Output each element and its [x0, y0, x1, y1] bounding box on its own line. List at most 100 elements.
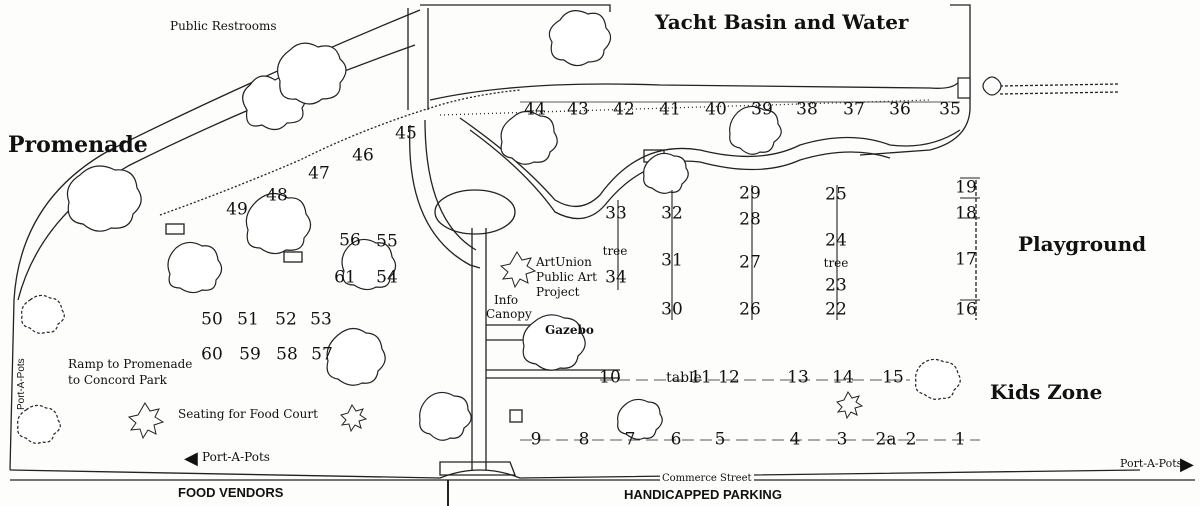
booth-27[interactable]: 27: [739, 252, 761, 273]
booth-16[interactable]: 16: [955, 299, 977, 320]
booth-18[interactable]: 18: [955, 203, 977, 224]
booth-46[interactable]: 46: [352, 145, 374, 166]
booth-17[interactable]: 17: [955, 249, 977, 270]
tree-12: [522, 314, 586, 371]
booth-37[interactable]: 37: [843, 99, 865, 120]
booth-34[interactable]: 34: [605, 267, 627, 288]
booth-48[interactable]: 48: [266, 185, 288, 206]
booth-7[interactable]: 7: [624, 429, 636, 450]
booth-55[interactable]: 55: [376, 231, 398, 252]
seating-food-court-label: Seating for Food Court: [178, 407, 318, 421]
booth-19[interactable]: 19: [955, 177, 977, 198]
booth-35[interactable]: 35: [939, 99, 961, 120]
booth-3[interactable]: 3: [836, 429, 848, 450]
booth-53[interactable]: 53: [310, 309, 332, 330]
public-restrooms-label: Public Restrooms: [170, 19, 277, 33]
booth-8[interactable]: 8: [578, 429, 590, 450]
public-art-label: Public Art: [536, 270, 597, 284]
booth-59[interactable]: 59: [239, 344, 261, 365]
booth-4[interactable]: 4: [789, 429, 801, 450]
booth-36[interactable]: 36: [889, 99, 911, 120]
booth-9[interactable]: 9: [530, 429, 542, 450]
booth-52[interactable]: 52: [275, 309, 297, 330]
booth-42[interactable]: 42: [613, 99, 635, 120]
booth-45[interactable]: 45: [395, 123, 417, 144]
booth-60[interactable]: 60: [201, 344, 223, 365]
tree-6: [167, 241, 223, 294]
tree-13: [419, 391, 472, 441]
booth-1[interactable]: 1: [954, 429, 966, 450]
booth-32[interactable]: 32: [661, 203, 683, 224]
project-label: Project: [536, 285, 580, 299]
info-label: Info: [494, 293, 519, 307]
booth-15[interactable]: 15: [882, 367, 904, 388]
handicapped-parking-label: HANDICAPPED PARKING: [624, 487, 782, 502]
waterfront-wall: [159, 89, 521, 216]
booth-47[interactable]: 47: [308, 163, 330, 184]
tree-8: [326, 327, 386, 386]
booth-12[interactable]: 12: [718, 367, 740, 388]
booth-39[interactable]: 39: [751, 99, 773, 120]
booth-49[interactable]: 49: [226, 199, 248, 220]
booth-28[interactable]: 28: [739, 209, 761, 230]
booth-51[interactable]: 51: [237, 309, 259, 330]
gazebo-label: Gazebo: [545, 323, 594, 337]
table-label: table: [666, 370, 702, 386]
booth-44[interactable]: 44: [524, 99, 546, 120]
booth-57[interactable]: 57: [311, 344, 333, 365]
tree-label-a: tree: [602, 244, 628, 258]
booth-11[interactable]: 11: [690, 367, 712, 388]
tree-4: [66, 165, 142, 232]
tree-label-b: tree: [823, 256, 849, 270]
commerce-street-label: Commerce Street: [660, 473, 754, 484]
booth-38[interactable]: 38: [796, 99, 818, 120]
booth-40[interactable]: 40: [705, 99, 727, 120]
canopy-label: Canopy: [486, 307, 532, 321]
public-art-symbol: [499, 251, 537, 289]
booth-13[interactable]: 13: [787, 367, 809, 388]
booth-30[interactable]: 30: [661, 299, 683, 320]
port-a-pots-left-label: Port-A-Pots: [202, 450, 270, 464]
tree-2: [277, 42, 347, 105]
booth-2a[interactable]: 2a: [875, 429, 897, 450]
playground-label: Playground: [1018, 232, 1147, 256]
booth-41[interactable]: 41: [659, 99, 681, 120]
booth-22[interactable]: 22: [825, 299, 847, 320]
booth-33[interactable]: 33: [605, 203, 627, 224]
booth-29[interactable]: 29: [739, 183, 761, 204]
food-court-seating-symbol: [127, 402, 165, 440]
yacht-basin-label: Yacht Basin and Water: [655, 10, 909, 34]
booth-61[interactable]: 61: [334, 267, 356, 288]
booth-10[interactable]: 10: [599, 367, 621, 388]
booth-31[interactable]: 31: [661, 250, 683, 271]
food-vendors-label: FOOD VENDORS: [178, 485, 284, 500]
booth-56[interactable]: 56: [339, 230, 361, 251]
booth-24[interactable]: 24: [825, 230, 847, 251]
arrow-left-icon: ◀: [184, 448, 198, 468]
booth-5[interactable]: 5: [714, 429, 726, 450]
booth-43[interactable]: 43: [567, 99, 589, 120]
port-a-pots-right-label: Port-A-Pots: [1120, 457, 1183, 470]
ramp-label-1: Ramp to Promenade: [68, 357, 193, 371]
booth-23[interactable]: 23: [825, 275, 847, 296]
booth-25[interactable]: 25: [825, 184, 847, 205]
tree-3: [548, 10, 612, 67]
ramp-label-2: to Concord Park: [68, 373, 167, 387]
booth-14[interactable]: 14: [832, 367, 854, 388]
arrow-right-icon: ▶: [1180, 454, 1194, 474]
booth-50[interactable]: 50: [201, 309, 223, 330]
booth-54[interactable]: 54: [376, 267, 398, 288]
tree-15: [915, 358, 961, 400]
booth-58[interactable]: 58: [276, 344, 298, 365]
booth-6[interactable]: 6: [670, 429, 682, 450]
booth-2[interactable]: 2: [905, 429, 917, 450]
tree-17: [21, 294, 65, 334]
tree-14: [617, 398, 663, 440]
artunion-label: ArtUnion: [536, 255, 592, 269]
tree-5: [245, 192, 312, 255]
kids-zone-label: Kids Zone: [990, 380, 1103, 404]
tree-9: [500, 110, 558, 165]
booth-26[interactable]: 26: [739, 299, 761, 320]
